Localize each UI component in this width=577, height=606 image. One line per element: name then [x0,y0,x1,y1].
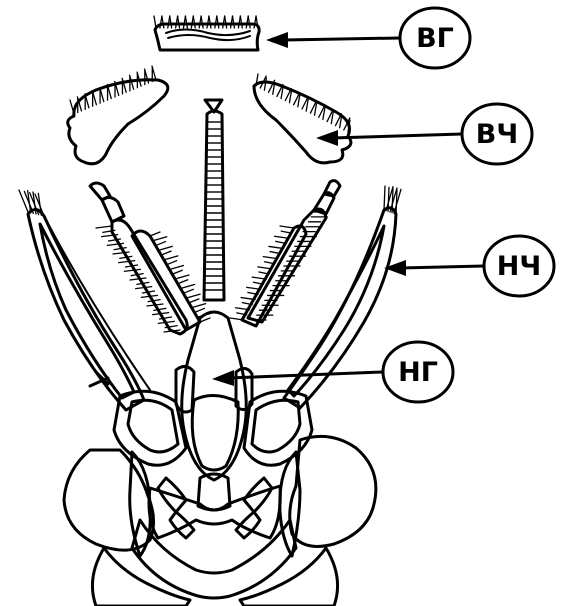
label-mandible: ВЧ [462,104,532,164]
arrow-maxilla [384,260,484,276]
arrow-mandible [316,130,462,146]
glossa [204,100,224,300]
maxillary-palp-right [230,181,340,326]
head-capsule [64,436,376,606]
stipes-right [244,391,312,465]
mandible-right [254,74,351,163]
label-maxilla: НЧ [484,236,554,296]
label-upper-lip: ВГ [400,8,470,68]
labrum-shape [154,16,259,50]
svg-text:ВГ: ВГ [416,23,454,54]
svg-text:ВЧ: ВЧ [476,119,518,150]
label-lower-lip: НГ [383,342,453,402]
maxilla-left [19,190,150,410]
maxillary-palp-left [90,183,211,334]
mandible-left [68,66,168,164]
svg-text:НЧ: НЧ [497,251,541,282]
arrow-upper-lip [266,32,400,48]
svg-text:НГ: НГ [398,357,438,388]
